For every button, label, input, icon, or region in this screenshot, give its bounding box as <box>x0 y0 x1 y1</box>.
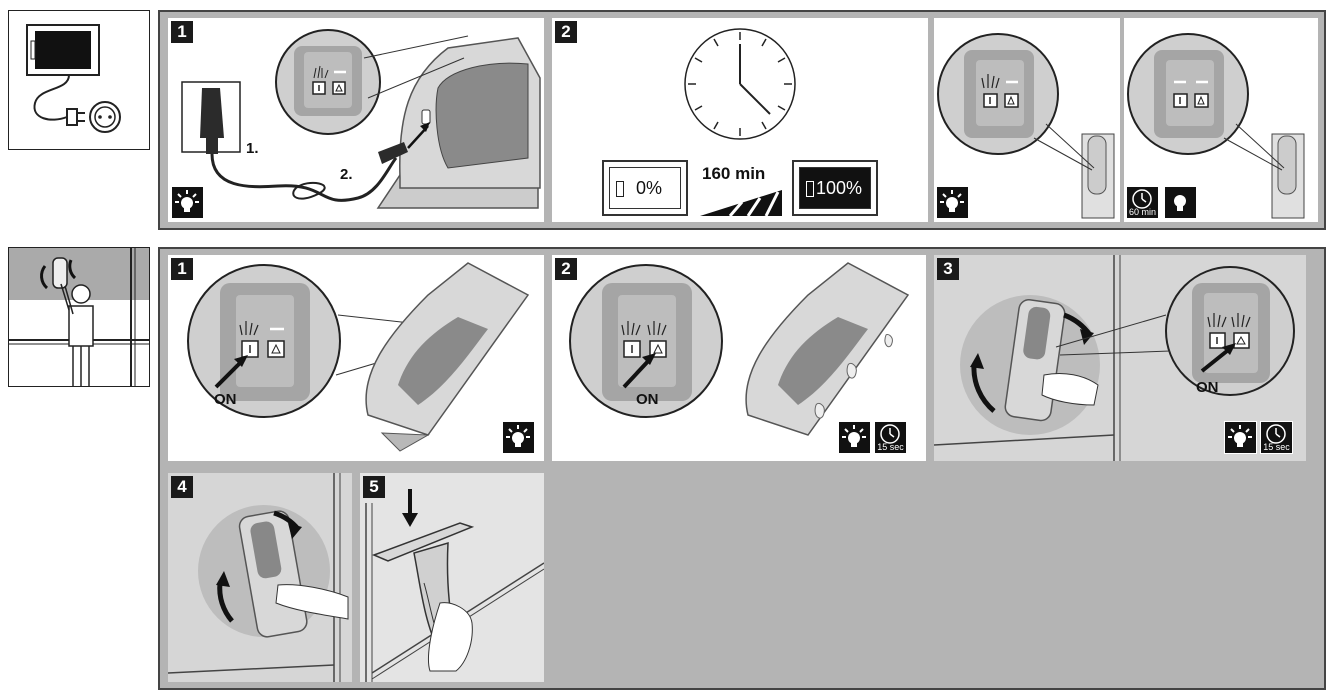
on-label: ON <box>1196 379 1219 396</box>
charging-icon-box <box>8 10 150 150</box>
bulb-lit-icon <box>1228 425 1252 447</box>
bulb-lit-icon <box>940 190 964 212</box>
step-number: 1 <box>171 258 193 280</box>
step-number: 1 <box>171 21 193 43</box>
person-cleaning-window-icon <box>9 248 149 386</box>
charging-progress-wedge-icon <box>700 190 782 217</box>
charging-step-3-panel <box>934 18 1120 222</box>
clock-icon <box>1132 189 1152 209</box>
step-number: 2 <box>555 258 577 280</box>
step-number: 3 <box>937 258 959 280</box>
battery-full-label: 100% <box>816 178 863 198</box>
battery-empty-label: 0% <box>636 178 663 198</box>
timer-label: 15 sec <box>1263 442 1290 452</box>
device-charging-illustration <box>181 29 541 209</box>
charging-indicator-illustration <box>937 33 1115 219</box>
fully-charged-illustration <box>1127 33 1305 219</box>
step-2-label: 2. <box>340 166 353 183</box>
on-label: ON <box>636 391 659 408</box>
light-on-badge <box>171 186 204 219</box>
timer-badge: 60 min <box>1126 186 1159 219</box>
squeegee-illustration <box>360 473 544 682</box>
timer-label: 15 sec <box>877 442 904 452</box>
light-on-badge <box>502 421 535 454</box>
pad-cleaning-illustration <box>168 473 352 682</box>
operation-step-4-panel: 4 <box>168 473 352 682</box>
clock-icon <box>880 424 900 444</box>
on-label: ON <box>214 391 237 408</box>
timer-badge: 15 sec <box>874 421 907 454</box>
power-on-illustration <box>187 262 530 452</box>
bulb-lit-icon <box>842 425 866 447</box>
step-number: 5 <box>363 476 385 498</box>
timer-badge: 15 sec <box>1260 421 1293 454</box>
light-on-badge <box>936 186 969 219</box>
light-on-badge <box>1224 421 1257 454</box>
charging-duration: 160 min <box>702 164 766 183</box>
spray-illustration <box>569 262 910 436</box>
operation-section: 1 ON 2 <box>158 247 1326 690</box>
charging-step-4-panel: 60 min <box>1124 18 1318 222</box>
step-1-label: 1. <box>246 140 259 157</box>
charging-step-2-panel: 2 0% 160 min <box>552 18 928 222</box>
bulb-off-icon <box>1174 195 1186 211</box>
clock-icon <box>684 28 796 140</box>
battery-full-indicator: 100% <box>792 160 878 216</box>
light-on-badge <box>838 421 871 454</box>
operation-step-3-panel: 3 ON <box>934 255 1306 461</box>
battery-empty-indicator: 0% <box>602 160 688 216</box>
light-off-badge <box>1164 186 1197 219</box>
charging-section: 1 <box>158 10 1326 230</box>
battery-charger-icon <box>26 24 121 133</box>
cleaning-icon-box <box>8 247 150 387</box>
operation-step-5-panel: 5 <box>360 473 544 682</box>
bulb-lit-icon <box>175 190 199 212</box>
step-number: 4 <box>171 476 193 498</box>
bulb-lit-icon <box>506 425 530 447</box>
clock-icon <box>1266 424 1286 444</box>
operation-step-2-panel: 2 ON <box>552 255 926 461</box>
timer-label: 60 min <box>1128 207 1156 217</box>
step-number: 2 <box>555 21 577 43</box>
operation-step-1-panel: 1 ON <box>168 255 544 461</box>
charging-step-1-panel: 1 <box>168 18 544 222</box>
